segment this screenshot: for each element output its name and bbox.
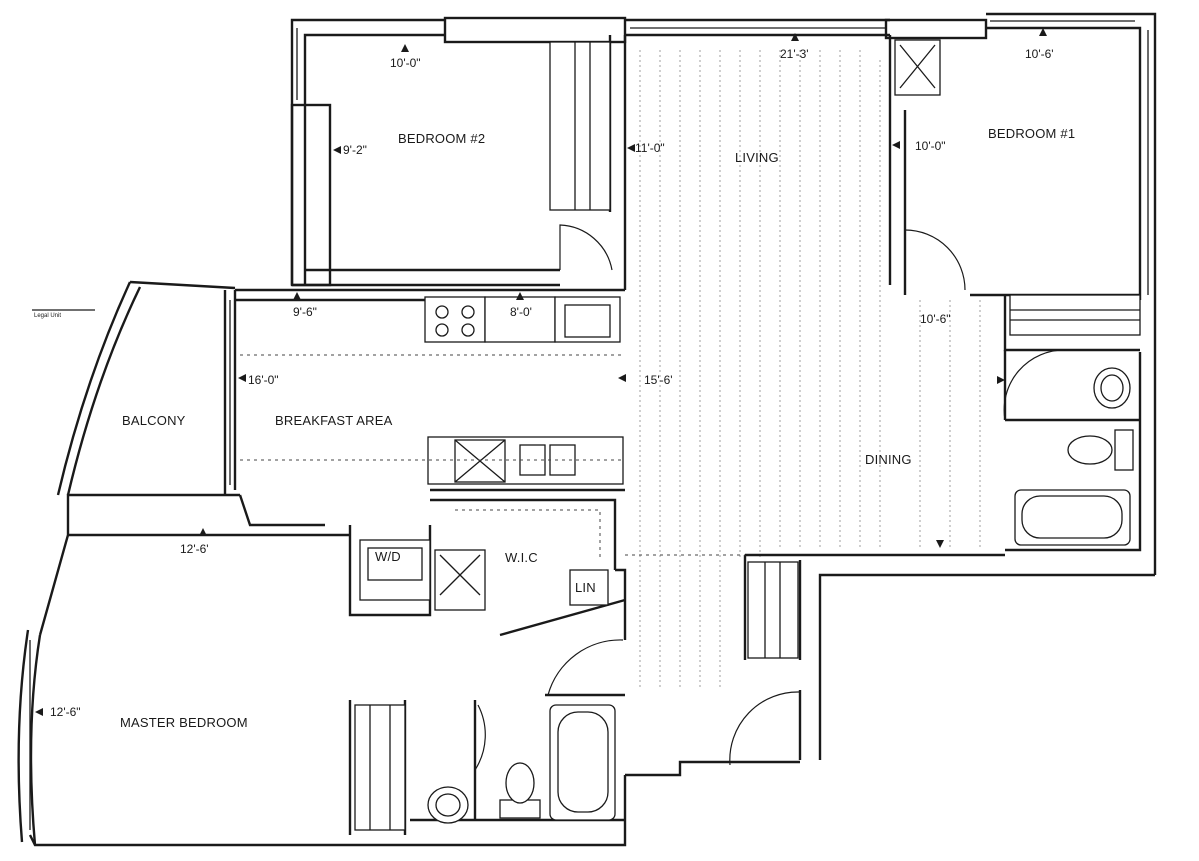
dim-breakfast-depth: 16'-0" (248, 373, 279, 387)
living-dining-hatch (639, 50, 981, 690)
legend-note: Legal Unit (34, 313, 61, 319)
dim-master-width: 12'-6' (180, 542, 209, 556)
dim-bed2-width: 10'-0" (390, 56, 421, 70)
label-dining: DINING (865, 452, 912, 467)
label-bedroom-2: BEDROOM #2 (398, 131, 485, 146)
dim-bed2-depth: 9'-2" (343, 143, 367, 157)
label-washer-dryer: W/D (375, 549, 401, 564)
label-wic: W.I.C (505, 550, 538, 565)
dim-bed1-depth: 10'-0" (915, 139, 946, 153)
dim-kitchen-width: 8'-0' (510, 305, 532, 319)
label-bedroom-1: BEDROOM #1 (988, 126, 1075, 141)
dim-breakfast-width: 9'-6" (293, 305, 317, 319)
label-living: LIVING (735, 150, 779, 165)
label-master-bedroom: MASTER BEDROOM (120, 715, 248, 730)
dim-master-depth: 12'-6" (50, 705, 81, 719)
dim-dining-depth: 10'-6" (920, 312, 951, 326)
label-breakfast-area: BREAKFAST AREA (275, 413, 393, 428)
door-swings (474, 224, 1066, 771)
bath-fixtures (427, 367, 1134, 824)
exterior-walls (17, 12, 1157, 847)
kitchen-fixtures (359, 39, 941, 611)
dim-living-dining-depth: 15'-6' (644, 373, 673, 387)
overhead-dashed-lines (240, 354, 745, 560)
label-balcony: BALCONY (122, 413, 186, 428)
closets (354, 41, 1141, 831)
windows (29, 20, 1149, 830)
label-linen: LIN (575, 580, 596, 595)
dim-bed1-width: 10'-6' (1025, 47, 1054, 61)
dim-living-width: 21'-3' (780, 47, 809, 61)
dim-living-depth: 11'-0" (635, 141, 665, 155)
dimension-arrows (35, 28, 1047, 716)
